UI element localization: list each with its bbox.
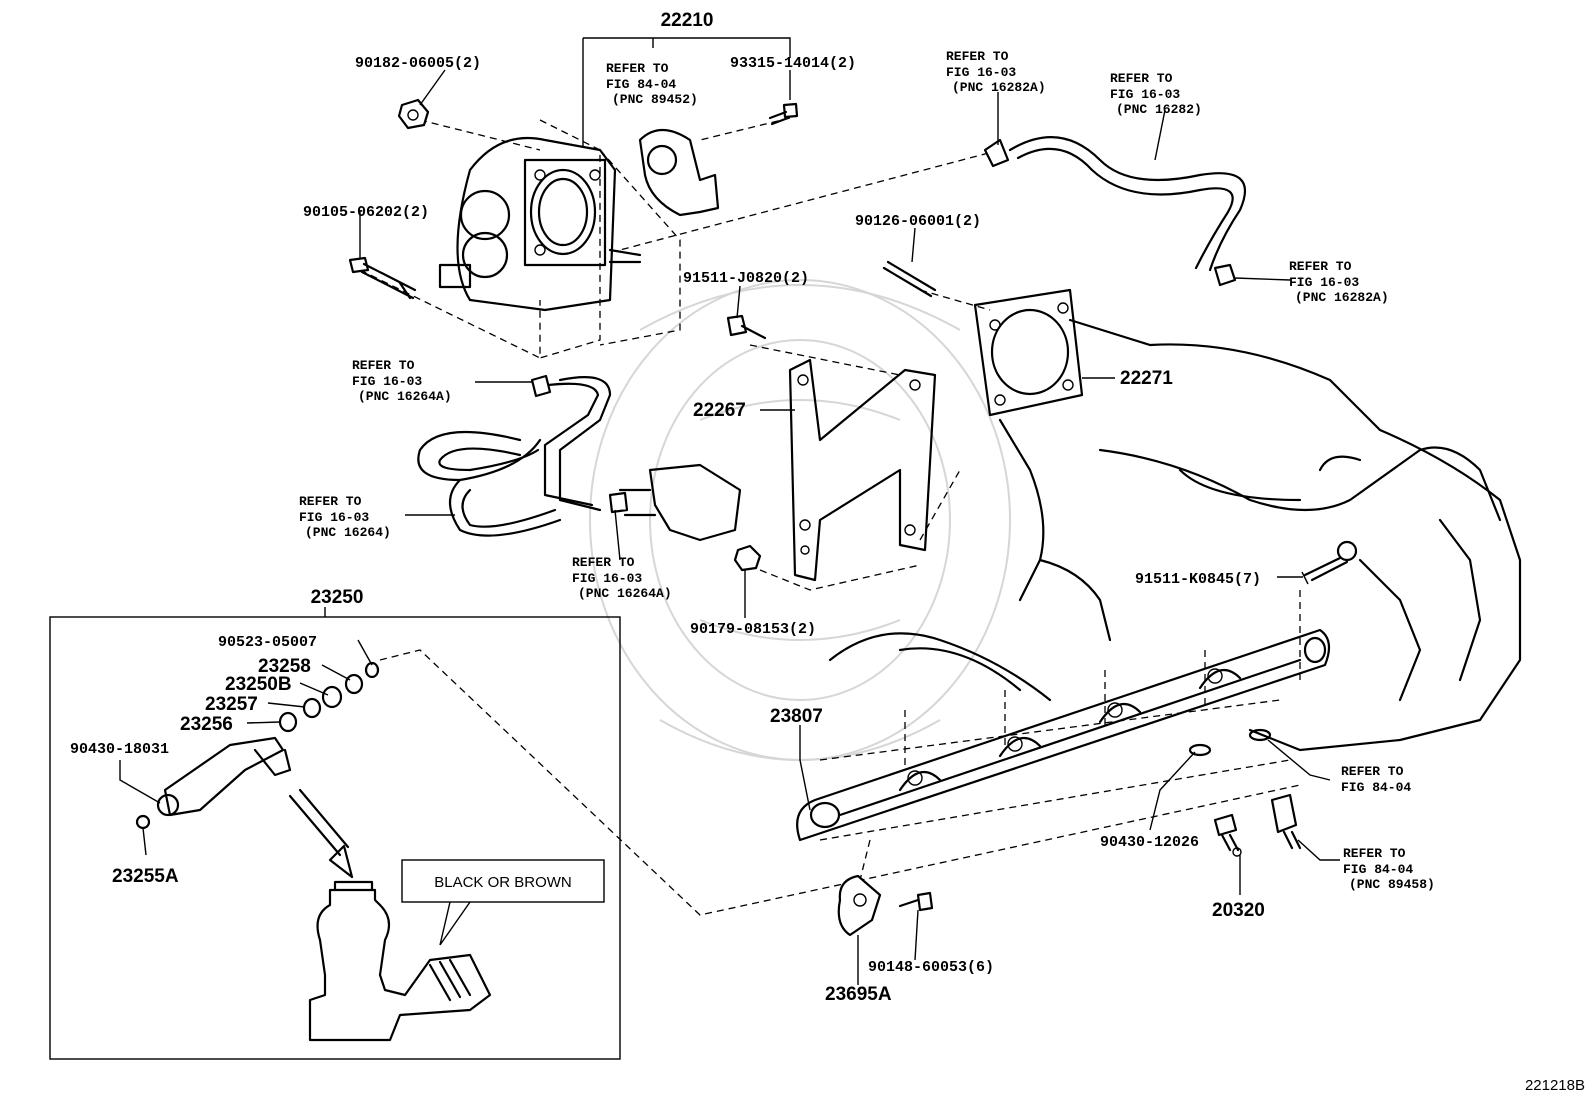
stud-90126 <box>882 260 937 298</box>
callout-23250b: 23250B <box>225 674 292 695</box>
callout-23258: 23258 <box>258 656 311 677</box>
svg-text:(PNC 16282A): (PNC 16282A) <box>1295 290 1389 305</box>
svg-text:FIG 16-03: FIG 16-03 <box>299 510 369 525</box>
ref-fig84-right: REFER TO FIG 84-04 <box>1341 764 1411 795</box>
svg-text:REFER TO: REFER TO <box>299 494 362 509</box>
nut-90182 <box>397 98 430 130</box>
ref-fig16-pnc16282a-right: REFER TO FIG 16-03 (PNC 16282A) <box>1289 259 1389 305</box>
switch-fig84 <box>1270 793 1302 850</box>
svg-text:REFER TO: REFER TO <box>1343 846 1406 861</box>
ref-fig84-pnc89452: REFER TO FIG 84-04 (PNC 89452) <box>606 61 698 107</box>
intake-manifold <box>828 318 1522 752</box>
svg-text:FIG 84-04: FIG 84-04 <box>1343 862 1413 877</box>
leaders <box>119 37 1340 985</box>
hoses-lower <box>417 374 612 537</box>
svg-text:FIG 84-04: FIG 84-04 <box>606 77 676 92</box>
callout-20320: 20320 <box>1212 900 1265 921</box>
callout-93315: 93315-14014(2) <box>730 55 856 72</box>
callout-23256: 23256 <box>180 714 233 735</box>
throttle-body <box>438 136 642 312</box>
callout-90182: 90182-06005(2) <box>355 55 481 72</box>
callout-91511j: 91511-J0820(2) <box>683 270 809 287</box>
callout-23695a: 23695A <box>825 984 892 1005</box>
svg-text:REFER TO: REFER TO <box>572 555 635 570</box>
reference-notes: REFER TO FIG 84-04 (PNC 89452) REFER TO … <box>299 49 1435 892</box>
o-ring-90430-12026 <box>1188 728 1272 757</box>
svg-text:REFER TO: REFER TO <box>1289 259 1352 274</box>
callout-90126: 90126-06001(2) <box>855 213 981 230</box>
svg-text:(PNC 89452): (PNC 89452) <box>612 92 698 107</box>
ref-fig84-pnc89458: REFER TO FIG 84-04 (PNC 89458) <box>1343 846 1435 892</box>
svg-text:FIG 84-04: FIG 84-04 <box>1341 780 1411 795</box>
screw-93315 <box>768 102 799 126</box>
callout-22271: 22271 <box>1120 368 1173 389</box>
note-box-text: BLACK OR BROWN <box>434 874 572 891</box>
vacuum-valve <box>608 463 742 542</box>
callout-23250: 23250 <box>311 587 364 608</box>
svg-text:REFER TO: REFER TO <box>1341 764 1404 779</box>
callout-90179: 90179-08153(2) <box>690 621 816 638</box>
svg-text:(PNC 16264A): (PNC 16264A) <box>358 389 452 404</box>
bracket-22267 <box>788 358 937 582</box>
svg-text:REFER TO: REFER TO <box>946 49 1009 64</box>
watermark <box>589 279 1011 761</box>
callout-90523: 90523-05007 <box>218 634 317 651</box>
svg-text:FIG 16-03: FIG 16-03 <box>1110 87 1180 102</box>
svg-text:(PNC 16264A): (PNC 16264A) <box>578 586 672 601</box>
svg-text:REFER TO: REFER TO <box>352 358 415 373</box>
svg-text:FIG 16-03: FIG 16-03 <box>352 374 422 389</box>
gasket-22271 <box>973 288 1084 417</box>
sensor-20320 <box>1213 813 1242 857</box>
callout-23257: 23257 <box>205 694 258 715</box>
bracket-23695a <box>837 874 934 937</box>
ref-fig16-pnc16282: REFER TO FIG 16-03 (PNC 16282) <box>1110 71 1202 117</box>
callout-90430-12026: 90430-12026 <box>1100 834 1199 851</box>
ref-fig16-pnc16282a-top: REFER TO FIG 16-03 (PNC 16282A) <box>946 49 1046 95</box>
svg-text:FIG 16-03: FIG 16-03 <box>1289 275 1359 290</box>
fuel-rail-23807 <box>796 628 1331 842</box>
injector-inset <box>49 607 621 1060</box>
nut-90179 <box>733 544 762 572</box>
callout-90105: 90105-06202(2) <box>303 204 429 221</box>
callout-labels: 22210 90182-06005(2) 93315-14014(2) 9010… <box>70 10 1265 1005</box>
dashed-leaders <box>359 117 1301 916</box>
callout-90148: 90148-60053(6) <box>868 959 994 976</box>
callout-22267: 22267 <box>693 400 746 421</box>
callout-91511k: 91511-K0845(7) <box>1135 571 1261 588</box>
svg-text:FIG 16-03: FIG 16-03 <box>572 571 642 586</box>
hose-upper <box>983 136 1246 287</box>
ref-fig16-pnc16264a-center: REFER TO FIG 16-03 (PNC 16264A) <box>572 555 672 601</box>
bolt-90105 <box>348 256 417 300</box>
svg-text:REFER TO: REFER TO <box>1110 71 1173 86</box>
svg-text:(PNC 16282A): (PNC 16282A) <box>952 80 1046 95</box>
svg-text:(PNC 89458): (PNC 89458) <box>1349 877 1435 892</box>
svg-text:(PNC 16282): (PNC 16282) <box>1116 102 1202 117</box>
callout-22210: 22210 <box>661 10 714 31</box>
bolt-91511k <box>1301 540 1358 585</box>
throttle-position-sensor <box>638 128 720 217</box>
diagram-id: 221218B <box>1525 1077 1585 1094</box>
svg-text:REFER TO: REFER TO <box>606 61 669 76</box>
ref-fig16-pnc16264: REFER TO FIG 16-03 (PNC 16264) <box>299 494 391 540</box>
callout-23255a: 23255A <box>112 866 179 887</box>
callout-23807: 23807 <box>770 706 823 727</box>
ref-fig16-pnc16264a-left: REFER TO FIG 16-03 (PNC 16264A) <box>352 358 452 404</box>
svg-text:FIG 16-03: FIG 16-03 <box>946 65 1016 80</box>
callout-90430-18031: 90430-18031 <box>70 741 169 758</box>
svg-text:(PNC 16264): (PNC 16264) <box>305 525 391 540</box>
bolt-91511j <box>726 314 767 340</box>
